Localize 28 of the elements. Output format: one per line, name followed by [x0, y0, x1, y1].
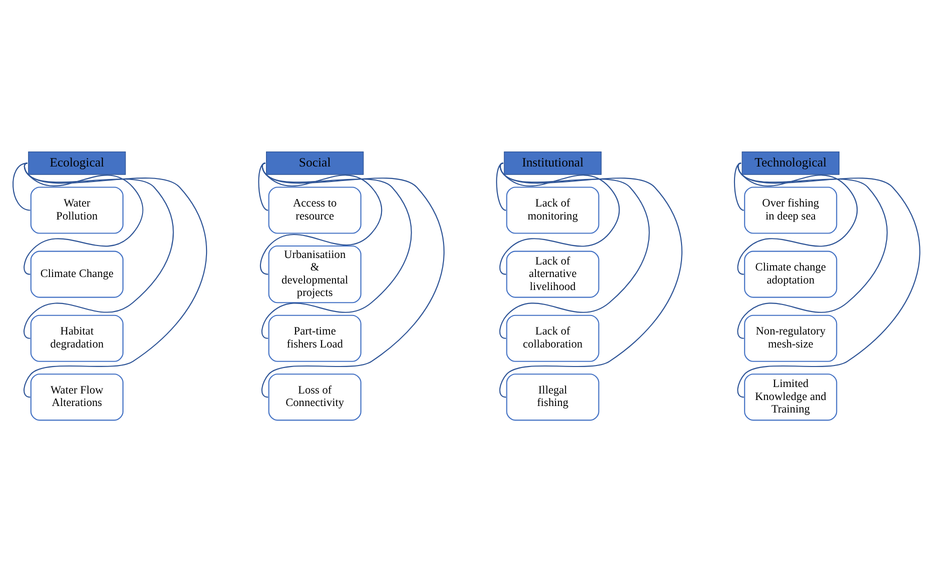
node-box: Water Flow Alterations — [30, 374, 123, 421]
connector — [258, 162, 268, 211]
node-box: Technological — [741, 151, 839, 175]
node-box: Illegal fishing — [506, 374, 599, 421]
connector — [733, 162, 744, 211]
node-box: Non-regulatory mesh-size — [744, 314, 837, 362]
node-box: Habitat degradation — [30, 314, 123, 362]
node-box: Climate Change — [30, 250, 123, 298]
connector — [260, 162, 444, 398]
node-box: Institutional — [503, 151, 602, 175]
node-box: Part-time fishers Load — [268, 314, 361, 362]
node-box: Ecological — [28, 151, 126, 175]
connector — [498, 162, 682, 398]
node-box: Lack of collaboration — [506, 314, 599, 362]
connector — [23, 162, 206, 398]
node-box: Loss of Connectivity — [268, 374, 361, 421]
node-box: Access to resource — [268, 186, 361, 234]
node-box: Urbanisatiion & developmental projects — [268, 245, 361, 304]
node-box: Lack of alternative livelihood — [506, 250, 599, 298]
node-box: Limited Knowledge and Training — [744, 374, 837, 421]
node-box: Social — [265, 151, 364, 175]
node-box: Lack of monitoring — [506, 186, 599, 234]
node-box: Water Pollution — [30, 186, 123, 234]
connector — [496, 162, 506, 211]
connector — [12, 162, 30, 211]
node-box: Over fishing in deep sea — [744, 186, 837, 234]
connector — [736, 162, 920, 398]
node-box: Climate change adoptation — [744, 250, 837, 298]
